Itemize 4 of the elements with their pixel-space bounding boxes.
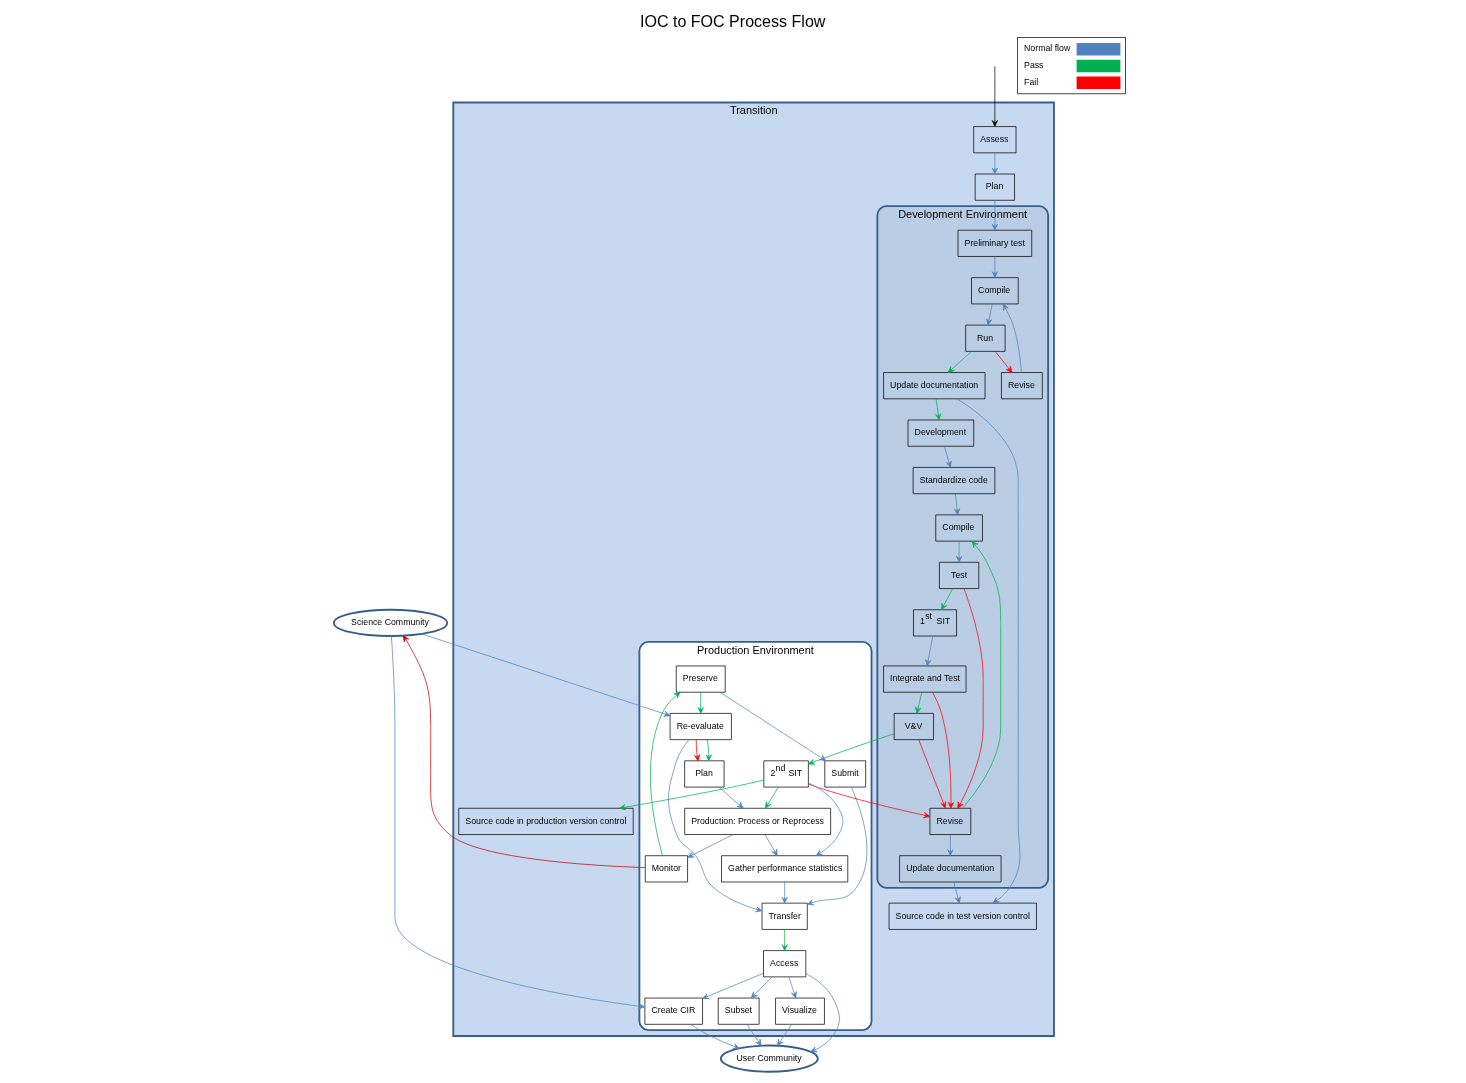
legend-label: Pass — [1024, 60, 1044, 71]
diagram-title: IOC to FOC Process Flow — [639, 12, 826, 31]
legend-label: Normal flow — [1024, 43, 1071, 54]
legend-label: Fail — [1024, 77, 1039, 88]
